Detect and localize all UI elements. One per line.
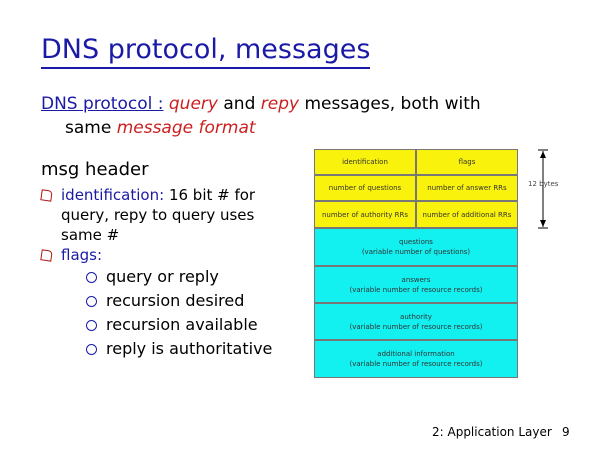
flag-item: query or reply <box>86 265 272 289</box>
circle-bullet-icon <box>86 343 97 355</box>
flag-item: recursion desired <box>86 289 272 313</box>
section-name: questions <box>399 238 433 246</box>
intro-query: query <box>168 94 218 114</box>
flag-label: reply is authoritative <box>106 339 273 358</box>
section-authority: authority (variable number of resource r… <box>314 303 518 340</box>
section-desc: (variable number of resource records) <box>349 360 483 368</box>
slide-title: DNS protocol, messages <box>41 33 371 69</box>
bullet-icon <box>40 249 53 262</box>
section-desc: (variable number of resource records) <box>349 285 483 294</box>
flag-label: recursion available <box>106 315 258 334</box>
section-additional-information: additional information (variable number … <box>314 340 518 378</box>
field-number-of-answer-rrs: number of answer RRs <box>416 175 518 201</box>
bullet-flags: flags: <box>40 245 272 265</box>
intro-repy: repy <box>260 94 300 114</box>
field-number-of-authority-rrs: number of authority RRs <box>314 201 416 228</box>
intro-line2-plain: same <box>65 118 112 138</box>
page-number: 9 <box>562 425 570 439</box>
intro-lead: DNS protocol : <box>41 94 164 114</box>
bullet-text: same # <box>61 226 120 244</box>
intro-and: and <box>223 94 256 114</box>
section-name: answers <box>401 275 431 284</box>
field-number-of-questions: number of questions <box>314 175 416 201</box>
bullet-label: identification: <box>61 186 165 204</box>
field-number-of-additional-rrs: number of additional RRs <box>416 201 518 228</box>
section-questions: questions (variable number of questions) <box>314 228 518 266</box>
section-desc: (variable number of resource records) <box>349 322 483 331</box>
section-name: authority <box>400 312 432 321</box>
field-flags: flags <box>416 149 518 175</box>
bullet-text: query, repy to query uses <box>61 206 255 224</box>
section-desc: (variable number of questions) <box>361 248 471 256</box>
intro-line2-italic: message format <box>116 118 256 138</box>
size-arrow-icon <box>538 149 548 229</box>
section-answers: answers (variable number of resource rec… <box>314 266 518 303</box>
flag-item: recursion available <box>86 313 272 337</box>
size-label: 12 bytes <box>528 180 559 188</box>
section-name: additional information <box>377 350 455 358</box>
bullet-list: identification: 16 bit # for query, repy… <box>40 185 272 361</box>
bullet-icon <box>40 189 53 202</box>
intro-text: DNS protocol : query and repy messages, … <box>41 92 481 140</box>
bullet-label: flags: <box>61 246 103 264</box>
msg-header-heading: msg header <box>41 159 149 180</box>
footer-text: 2: Application Layer <box>432 425 552 439</box>
flag-label: recursion desired <box>106 291 245 310</box>
bullet-identification: identification: 16 bit # for query, repy… <box>40 185 272 245</box>
bullet-text: 16 bit # for <box>168 186 256 204</box>
dns-message-diagram: identification flags number of questions… <box>314 149 518 378</box>
intro-tail: messages, both with <box>304 94 481 114</box>
flag-item: reply is authoritative <box>86 337 272 361</box>
circle-bullet-icon <box>86 319 97 331</box>
flag-label: query or reply <box>106 267 219 286</box>
field-identification: identification <box>314 149 416 175</box>
circle-bullet-icon <box>86 295 97 307</box>
circle-bullet-icon <box>86 271 97 283</box>
